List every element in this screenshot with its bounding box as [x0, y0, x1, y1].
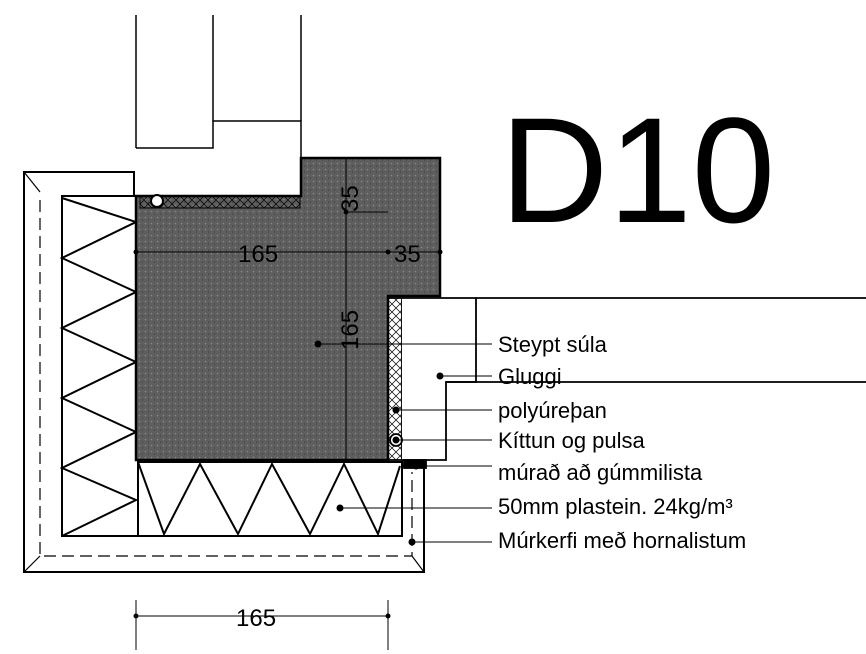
- label-column: Steypt súla: [498, 332, 608, 357]
- label-window: Gluggi: [498, 364, 562, 389]
- window-frame-top: [135, 15, 302, 197]
- insulation-side: [59, 195, 139, 537]
- dim-rebate-width: 35: [394, 241, 421, 268]
- drawing-title: D10: [500, 86, 775, 254]
- dim-column-width: 165: [238, 241, 278, 268]
- label-insulation: 50mm plastein. 24kg/m³: [498, 494, 733, 519]
- label-render-system: Múrkerfi með hornalistum: [498, 528, 746, 553]
- insulation-bottom: [137, 461, 403, 537]
- dim-bottom-width: 165: [236, 605, 276, 632]
- concrete-column: [134, 156, 442, 462]
- dim-rebate-depth: 35: [337, 185, 364, 212]
- dim-column-height: 165: [337, 310, 364, 350]
- label-polyurethane: polyúreþan: [498, 398, 607, 423]
- dimension-ticks: [133, 209, 443, 619]
- leader-lines: [314, 340, 492, 546]
- label-sealant: Kíttun og pulsa: [498, 428, 646, 453]
- label-plaster-rubber: múrað að gúmmilista: [498, 460, 703, 485]
